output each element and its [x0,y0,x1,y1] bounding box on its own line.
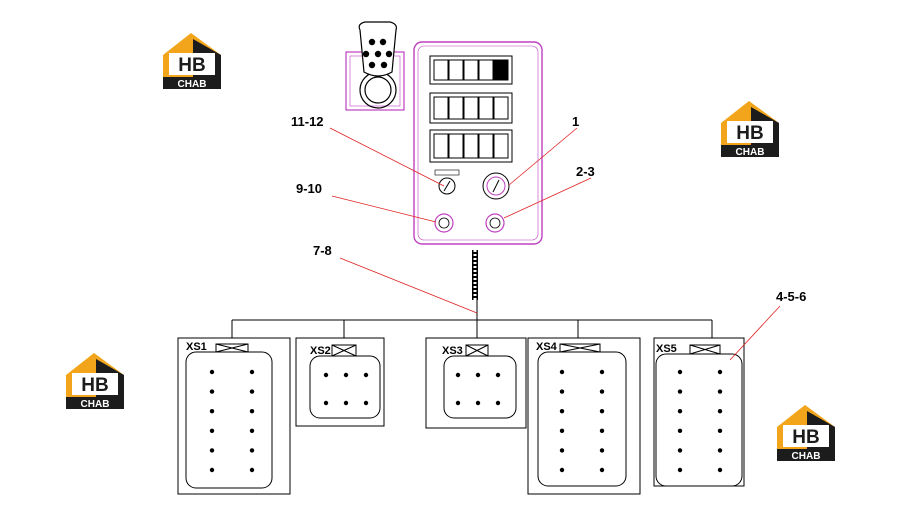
connector-pin [599,369,605,375]
watermark-logo-3: HB CHAB [66,353,124,410]
connector-label-xs3: XS3 [442,345,463,357]
pins-xs1 [209,369,255,473]
logo-caption: CHAB [792,451,821,462]
connector-pin [677,389,683,394]
push-button-right [485,213,505,233]
connector-pin [249,467,255,473]
connector-xs2: XS2 [295,337,385,427]
connector-pin [717,409,723,414]
connector-pin [677,467,683,473]
connector-pin [677,448,683,453]
connector-xs3: XS3 [425,337,527,429]
leader-lines [329,127,781,361]
logo-letters: HB [792,427,819,448]
connector-pin [559,448,565,453]
connector-xs5: XS5 [653,337,745,487]
connector-pin [599,409,605,414]
connector-pin [717,467,723,473]
pins-xs3 [455,372,501,406]
watermark-logo-1: HB CHAB [163,33,221,90]
key-switch [434,169,460,195]
pins-xs2 [323,372,369,406]
connector-pin [559,369,565,375]
connector-pin [323,372,329,378]
callout-2-3: 2-3 [576,164,595,179]
connector-pin [599,389,605,394]
connector-pin [249,448,255,453]
connector-pin [455,400,461,406]
connector-pin [209,369,215,375]
watermark-logo-4: HB CHAB [777,405,835,462]
connector-pin [249,369,255,375]
pins-xs5 [677,369,723,473]
control-panel [413,41,543,245]
connector-pin [599,448,605,453]
callout-7-8: 7-8 [313,243,332,258]
connector-pin [249,389,255,394]
connector-pin [249,409,255,414]
connector-pin [209,467,215,473]
indicator-row-3 [429,129,513,163]
connector-pin [559,467,565,473]
connector-pin [209,389,215,394]
connector-pin [363,372,369,378]
connector-pin [717,428,723,433]
callout-labels: 1 2-3 11-12 9-10 7-8 4-5-6 [291,114,806,304]
mode-selector-knob [482,172,510,200]
callout-1: 1 [572,114,579,129]
connector-bus [231,319,713,338]
connector-pin [559,428,565,433]
connector-pin [677,428,683,433]
connector-pin [323,400,329,406]
connector-label-xs5: XS5 [656,343,677,355]
connector-pin [343,400,349,406]
joystick [345,21,405,111]
connector-pin [495,372,501,378]
logo-caption: CHAB [736,147,765,158]
connector-pin [209,409,215,414]
connector-pin [249,428,255,433]
connector-pin [677,409,683,414]
connector-label-xs2: XS2 [310,345,331,357]
connector-label-xs4: XS4 [536,341,558,353]
connector-pin [209,428,215,433]
connector-pin [363,400,369,406]
callout-4-5-6: 4-5-6 [776,289,806,304]
indicator-row-2 [429,92,513,124]
watermark-logo-2: HB CHAB [721,101,779,158]
connector-pin [343,372,349,378]
connector-pin [717,369,723,375]
callout-9-10: 9-10 [296,181,322,196]
connector-pin [717,448,723,453]
callout-11-12: 11-12 [291,114,324,129]
connector-pin [495,400,501,406]
indicator-row-1 [429,55,513,85]
connector-pin [559,409,565,414]
connector-pin [475,372,481,378]
connector-xs4: XS4 [527,337,641,495]
push-button-left [434,213,454,233]
connector-xs1: XS1 [177,337,291,495]
connector-pin [599,467,605,473]
logo-letters: HB [736,123,763,144]
cable [472,250,478,320]
connector-pin [599,428,605,433]
logo-caption: CHAB [178,79,207,90]
connector-pin [717,389,723,394]
connector-label-xs1: XS1 [186,341,207,353]
logo-letters: HB [178,55,205,76]
connector-pin [455,372,461,378]
logo-caption: CHAB [81,399,110,410]
pins-xs4 [559,369,605,473]
connector-pin [677,369,683,375]
logo-letters: HB [81,375,108,396]
connector-pin [559,389,565,394]
connector-pin [475,400,481,406]
connector-pin [209,448,215,453]
